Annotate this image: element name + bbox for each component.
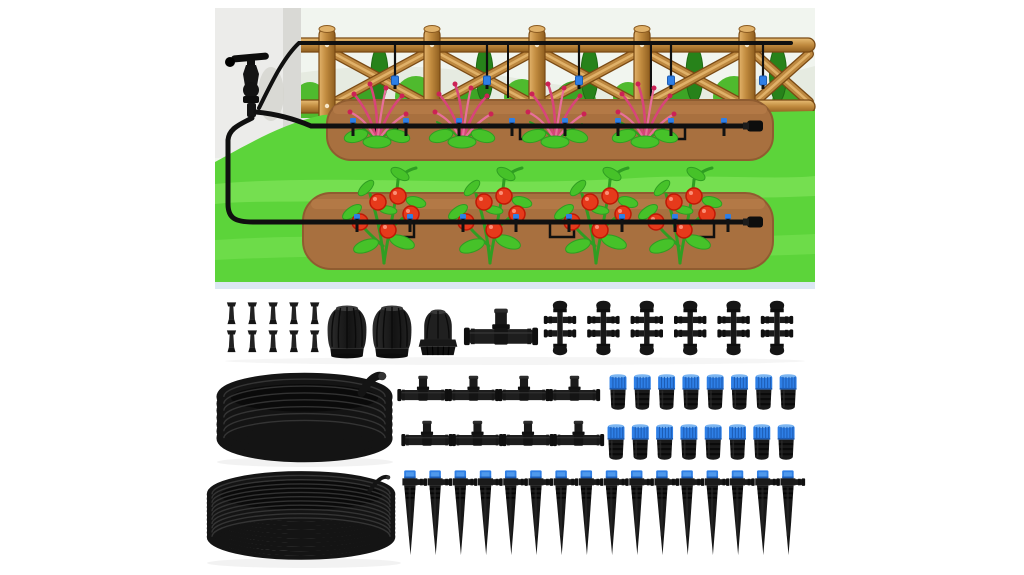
- barbed-tee-connector: [401, 420, 453, 447]
- drip-coil-group: [209, 473, 393, 557]
- drip-emitter-stake: [780, 470, 806, 556]
- drip-emitter-stake: [755, 470, 780, 556]
- kit-parts: [207, 300, 806, 568]
- top-bed-irrigation: [253, 80, 763, 150]
- drip-emitter-stake: [629, 470, 654, 556]
- barbed-plug: [268, 330, 278, 353]
- large-tee-group: [463, 308, 539, 346]
- drip-emitter-stake: [704, 470, 730, 556]
- threaded-cone-cap: [418, 308, 458, 356]
- barbed-tee-connector: [397, 375, 449, 402]
- blue-cap-coupler: [728, 423, 747, 461]
- goof-plugs-group: [226, 302, 320, 353]
- drip-emitter-stake: [452, 470, 478, 556]
- drip-emitter-stake: [402, 470, 428, 556]
- drip-emitter-stake: [730, 470, 755, 556]
- cone-cap-group: [418, 308, 458, 356]
- barbed-plug: [247, 330, 257, 353]
- blue-cap-coupler: [657, 373, 676, 411]
- end-cap: [747, 120, 763, 132]
- barbed-tee-connector: [451, 420, 504, 447]
- blue-cap-coupler: [655, 423, 674, 461]
- couplers-group: [606, 373, 798, 461]
- barbed-tee-connector: [447, 375, 500, 402]
- drip-emitter-stake: [478, 470, 503, 556]
- barbed-tee-connector: [552, 420, 605, 447]
- top-mainline: [253, 109, 752, 129]
- drip-emitter-stake: [679, 470, 705, 556]
- blue-cap-coupler: [706, 373, 725, 411]
- drip-emitter-stake: [427, 470, 453, 556]
- six-way-cross-connector: [587, 300, 620, 356]
- drip-emitter-stake: [604, 470, 629, 556]
- main-tubing-coil: [221, 372, 388, 458]
- dome-caps-group: [326, 304, 413, 360]
- fence-drip-line: [257, 41, 793, 110]
- barbed-plug: [247, 302, 257, 325]
- stakes-group: [402, 470, 806, 556]
- bottom-mainline: [225, 115, 752, 225]
- blue-cap-coupler: [754, 373, 773, 411]
- six-way-cross-connector: [630, 300, 663, 356]
- barbed-tee-connector: [498, 375, 550, 402]
- barbed-plug: [289, 330, 299, 353]
- drip-emitter-stake: [503, 470, 528, 556]
- drip-emitter: [391, 75, 399, 86]
- barbed-plug: [226, 302, 237, 325]
- blue-cap-coupler: [681, 373, 700, 411]
- barbed-plug: [310, 330, 320, 353]
- blue-cap-coupler: [752, 423, 771, 461]
- tees-group: [397, 375, 605, 447]
- blue-cap-coupler: [779, 373, 798, 411]
- blue-cap-coupler: [608, 373, 628, 411]
- barbed-tee-connector-large: [463, 308, 539, 346]
- hose-adapter-cap: [326, 304, 368, 360]
- barbed-plug: [310, 302, 320, 325]
- end-cap: [747, 216, 763, 228]
- blue-cap-coupler: [679, 423, 698, 461]
- drip-emitter-stake: [578, 470, 604, 556]
- six-way-cross-connector: [760, 300, 794, 356]
- barbed-plug: [226, 330, 237, 353]
- garden-scene: [215, 8, 816, 289]
- blue-cap-coupler: [606, 423, 626, 461]
- six-way-cross-connector: [674, 300, 707, 356]
- drip-emitter: [759, 75, 767, 86]
- drip-emitter: [575, 75, 583, 86]
- distribution-tubing-coil: [209, 473, 393, 557]
- drip-emitter: [483, 75, 491, 86]
- drip-emitter-stake: [553, 470, 579, 556]
- six-way-cross-connector: [543, 300, 577, 356]
- faucet-handle: [231, 52, 269, 63]
- blue-cap-coupler: [633, 373, 652, 411]
- hose-adapter-cap: [371, 304, 413, 360]
- six-way-cross-connector: [717, 300, 750, 356]
- barbed-plug: [268, 302, 278, 325]
- garden-faucet: [225, 52, 269, 117]
- cross-manifolds-group: [543, 300, 794, 356]
- barbed-plug: [289, 302, 299, 325]
- blue-cap-coupler: [777, 423, 796, 461]
- drip-emitter-stake: [528, 470, 554, 556]
- main-coil-group: [221, 372, 388, 458]
- blue-cap-coupler: [704, 423, 723, 461]
- blue-cap-coupler: [730, 373, 749, 411]
- barbed-tee-connector: [502, 420, 554, 447]
- blue-cap-coupler: [631, 423, 650, 461]
- bottom-bed-irrigation: [225, 115, 763, 265]
- drip-emitter: [667, 75, 675, 86]
- barbed-tee-connector: [548, 375, 601, 402]
- drip-emitter-stake: [654, 470, 680, 556]
- faucet-shadow: [258, 67, 284, 121]
